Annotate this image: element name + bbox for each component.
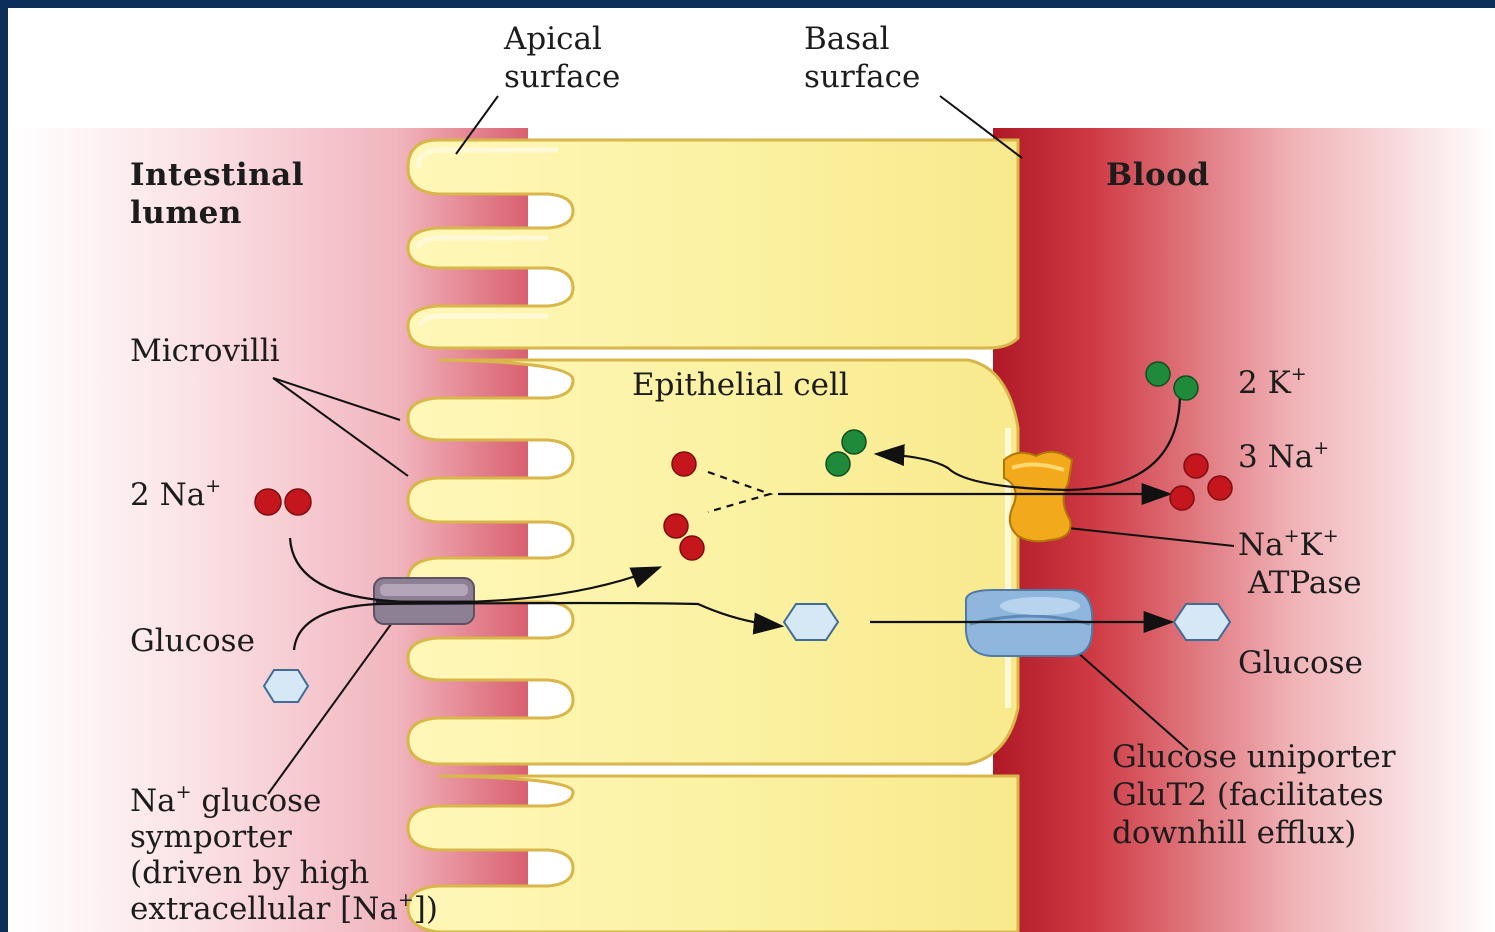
apical-label-line2: surface [504, 58, 620, 96]
glucose-lumen-icon [264, 670, 308, 702]
symporter-label-line3: (driven by high [130, 854, 369, 892]
na-blood-text: 3 Na [1238, 439, 1313, 475]
symporter-label-line4: extracellular [Na+]) [130, 890, 438, 928]
atpase-label-line2: ATPase [1248, 564, 1362, 602]
na-blood-sup: + [1313, 437, 1329, 459]
symporter-na-text: Na [130, 783, 176, 819]
na-lumen-text: 2 Na [130, 477, 205, 513]
atpase-k-sup: + [1323, 525, 1339, 547]
epithelial-cell-label: Epithelial cell [632, 366, 849, 404]
atpase-na-text: Na [1238, 527, 1284, 563]
diagram-canvas: Apical surface Basal surface Intestinal … [8, 8, 1495, 932]
atpase-k-text: K [1300, 527, 1323, 563]
glucose-cell-icon [784, 604, 838, 640]
glucose-lumen-label: Glucose [130, 622, 255, 660]
uniporter-label-line2: GluT2 (facilitates [1112, 776, 1384, 814]
microvilli-label: Microvilli [130, 332, 280, 370]
blood-label: Blood [1106, 156, 1210, 194]
na-lumen-label: 2 Na+ [130, 476, 221, 514]
k-blood-text: 2 K [1238, 365, 1291, 401]
atpase-na-sup: + [1284, 525, 1300, 547]
uniporter-label-line3: downhill efflux) [1112, 814, 1356, 852]
apical-label-line1: Apical [504, 20, 602, 58]
symporter-extra-close: ]) [414, 891, 438, 927]
epithelial-cell-top [408, 140, 1018, 348]
symporter-label-line1: Na+ glucose [130, 782, 321, 820]
uniporter-label-line1: Glucose uniporter [1112, 738, 1396, 776]
symporter-label-line2: symporter [130, 818, 292, 856]
na-blood-label: 3 Na+ [1238, 438, 1329, 476]
symporter-glucose-text: glucose [192, 783, 322, 819]
glucose-blood-icon [1174, 604, 1230, 640]
symporter-extra-sup: + [398, 889, 414, 911]
lumen-label-line2: lumen [130, 194, 242, 232]
basal-label-line1: Basal [804, 20, 890, 58]
basal-label-line2: surface [804, 58, 920, 96]
na-lumen-sup: + [205, 475, 221, 497]
glucose-blood-label: Glucose [1238, 644, 1363, 682]
k-blood-sup: + [1291, 363, 1307, 385]
symporter-extra-text: extracellular [Na [130, 891, 398, 927]
lumen-label-line1: Intestinal [130, 156, 304, 194]
symporter-na-sup: + [176, 781, 192, 803]
k-blood-label: 2 K+ [1238, 364, 1307, 402]
atpase-label-line1: Na+K+ [1238, 526, 1339, 564]
